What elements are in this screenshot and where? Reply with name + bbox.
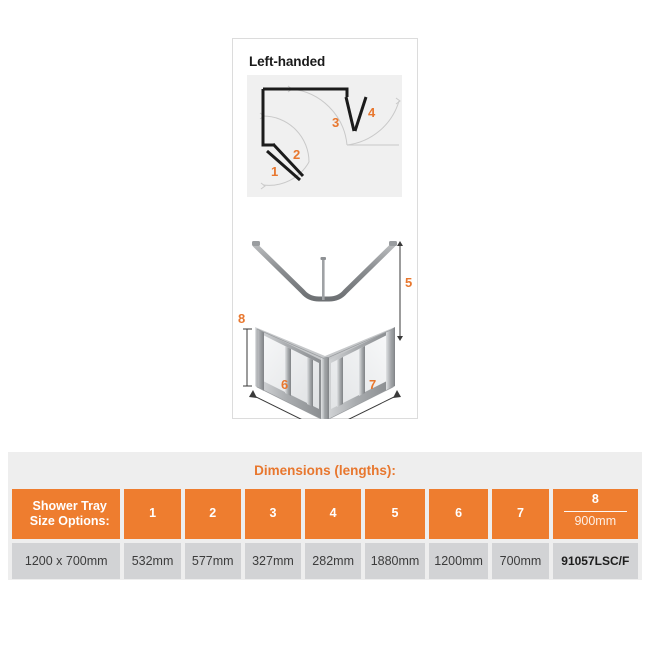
dim6-line [251,394,302,419]
dim6-arrow-left [249,390,257,398]
dim7-line [348,394,399,419]
iso-label-6: 6 [281,377,289,392]
door-panel-2 [271,142,305,178]
table-cell-dim-3: 327mm [244,543,302,579]
rail-end-left [252,241,260,246]
dim5-arrow-top [397,241,403,246]
left-wing-outline [256,328,326,419]
header-label: Shower Tray Size Options: [29,498,110,528]
right-mullion-2 [337,357,343,407]
plan-view-svg [259,85,401,190]
header-label: 6 [455,506,463,521]
left-outer-post [255,327,264,391]
header-label: 2 [209,506,217,521]
product-diagram-panel: Left-handed [232,38,418,419]
swing-arc-1 [262,161,310,186]
plan-label-2: 2 [293,147,301,162]
table-header-7: 7 [492,489,549,539]
header-label: 7 [517,506,524,521]
swing-arc-4 [346,100,400,146]
plan-view-diagram: 1 2 3 4 [247,75,402,197]
arc-tick-d [260,182,266,190]
header-label: 8 [591,492,599,506]
tray-outline-top [263,87,349,97]
panel-title: Left-handed [249,54,326,69]
table-header-3: 3 [244,489,302,539]
isometric-view-svg [243,241,403,419]
door-panel-1 [266,149,301,182]
table-cell-dim-1: 532mm [124,543,181,579]
door-panel-4 [353,96,368,132]
table-cell-tray-size: 1200 x 700mm [12,543,121,579]
swing-arc-2 [262,115,310,163]
curtain-rail [252,241,397,302]
table-header-4: 4 [305,489,362,539]
door-panel-3 [344,96,356,132]
table-cell-dim-6: 1200mm [428,543,489,579]
table-header-shower-tray-size-options: Shower Tray Size Options: [12,489,121,539]
table-header-6: 6 [428,489,489,539]
plan-label-4: 4 [368,105,376,120]
right-mullion-1 [359,346,365,396]
rail-ceiling-support [322,259,325,300]
enclosure-3d [255,327,395,419]
left-mullion-1 [285,346,291,396]
swing-arc-3 [290,88,348,146]
header-label: 5 [391,506,399,521]
table-cell-dim-7: 700mm [492,543,549,579]
right-outer-post [386,327,395,391]
table-cell-dim-2: 577mm [184,543,241,579]
rail-support-cap [320,257,326,260]
dimension-8 [243,328,252,387]
dimensions-table: Dimensions (lengths): Shower Tray Size O… [8,452,642,580]
table-header-2: 2 [184,489,241,539]
header-label: 3 [269,506,277,521]
dim5-arrow-bottom [397,336,403,341]
dimensions-grid: Shower Tray Size Options: 1 2 3 4 5 6 7 [8,489,642,583]
table-header-1: 1 [124,489,181,539]
left-mullion-2 [307,357,313,407]
plan-label-1: 1 [271,164,279,179]
rail-end-right [389,241,397,246]
iso-label-7: 7 [369,377,377,392]
dimension-6 [249,390,302,419]
header-sublabel: 900mm [574,513,617,528]
dimensions-table-title: Dimensions (lengths): [254,463,396,478]
table-cell-dim-5: 1880mm [365,543,425,579]
dim7-arrow-right [393,390,401,398]
table-cell-dim-4: 282mm [305,543,362,579]
tray-outline-left [261,89,275,147]
table-header-5: 5 [365,489,425,539]
table-header-8: 8 900mm [552,489,638,539]
header-divider [563,510,628,512]
iso-label-5: 5 [405,275,413,290]
arc-tick-c [395,97,401,105]
dimension-5 [397,241,403,341]
table-cell-product-code: 91057LSC/F [552,543,638,579]
header-label: 1 [149,506,157,521]
plan-label-3: 3 [332,115,340,130]
header-label: 4 [329,506,337,521]
iso-label-8: 8 [238,311,246,326]
dimension-7 [348,390,401,419]
right-wing-outline [324,328,394,419]
